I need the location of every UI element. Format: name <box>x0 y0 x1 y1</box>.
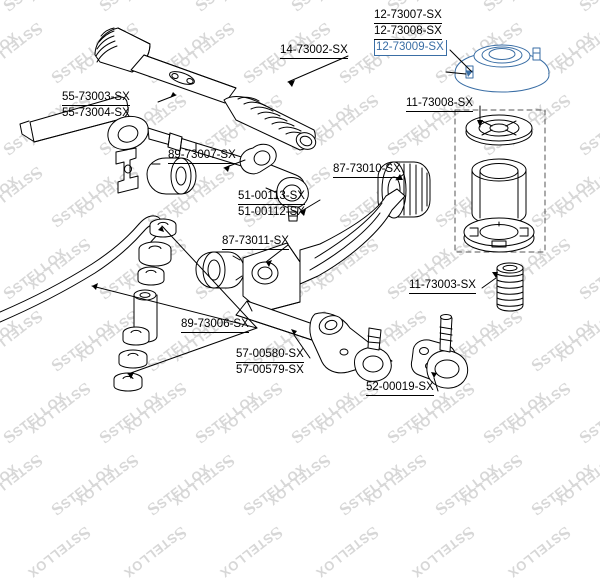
watermark-word: STELLOX <box>361 458 420 509</box>
part-label-55-73004-sx: 55-73004-SX <box>62 106 130 120</box>
watermark-stellox: SSTELLOX <box>216 522 286 583</box>
stellox-s-icon: S <box>287 425 308 448</box>
watermark-stellox: SSTELLOX <box>408 522 478 583</box>
watermark-word: STELLOX <box>154 461 213 512</box>
stellox-s-icon: S <box>169 522 190 545</box>
watermark-word: STELLOX <box>250 461 309 512</box>
watermark-word: STELLOX <box>538 461 597 512</box>
stellox-s-icon: S <box>527 497 548 520</box>
stellox-s-icon: S <box>383 425 404 448</box>
stellox-s-icon: S <box>265 522 286 545</box>
watermark-stellox: SSTELLOX <box>0 459 22 520</box>
part-label-55-73003-sx: 55-73003-SX <box>62 90 130 106</box>
stellox-s-icon: S <box>95 425 116 448</box>
watermark-stellox: SSTELLOX <box>360 450 430 511</box>
part-label-12-73008-sx: 12-73008-SX <box>374 24 442 40</box>
watermark-word: STELLOX <box>58 461 117 512</box>
watermark-stellox: SSTELLOX <box>24 522 94 583</box>
watermark-stellox: SSTELLOX <box>456 450 526 511</box>
watermark-stellox: SSTELLOX <box>264 450 334 511</box>
watermark-stellox: SSTELLOX <box>312 522 382 583</box>
stellox-s-icon: S <box>239 497 260 520</box>
watermark-word: STELLOX <box>409 530 468 581</box>
stellox-s-icon: S <box>313 450 334 473</box>
stellox-s-icon: S <box>143 497 164 520</box>
watermark-stellox: SSTELLOX <box>552 450 600 511</box>
stellox-s-icon: S <box>73 522 94 545</box>
watermark-stellox: SSTELLOX <box>504 522 574 583</box>
part-label-11-73003-sx: 11-73003-SX <box>409 278 476 294</box>
watermark-word: STELLOX <box>121 530 180 581</box>
watermark-word: STELLOX <box>0 461 21 512</box>
stellox-s-icon: S <box>47 497 68 520</box>
watermark-word: STELLOX <box>457 458 516 509</box>
watermark-word: STELLOX <box>313 530 372 581</box>
stellox-s-icon: S <box>505 450 526 473</box>
watermark-stellox: SSTELLOX <box>528 459 598 520</box>
part-label-14-73002-sx: 14-73002-SX <box>280 43 348 59</box>
parts-diagram-canvas: SSTELLOXSSTELLOXSSTELLOXSSTELLOXSSTELLOX… <box>0 0 600 400</box>
watermark-word: STELLOX <box>553 458 600 509</box>
stellox-s-icon: S <box>191 425 212 448</box>
watermark-word: STELLOX <box>169 458 228 509</box>
watermark-stellox: SSTELLOX <box>72 450 142 511</box>
stellox-s-icon: S <box>121 450 142 473</box>
stellox-s-icon: S <box>0 425 21 448</box>
watermark-stellox: SSTELLOX <box>0 450 46 511</box>
stellox-s-icon: S <box>479 425 500 448</box>
watermark-stellox: SSTELLOX <box>432 459 502 520</box>
watermark-word: STELLOX <box>505 530 564 581</box>
part-label-52-00019-sx: 52-00019-SX <box>366 380 434 396</box>
watermark-stellox: SSTELLOX <box>336 459 406 520</box>
stellox-s-icon: S <box>575 425 596 448</box>
stellox-s-icon: S <box>409 450 430 473</box>
part-label-12-73009-sx[interactable]: 12-73009-SX <box>374 40 447 56</box>
stellox-s-icon: S <box>25 450 46 473</box>
watermark-stellox: SSTELLOX <box>144 459 214 520</box>
part-label-87-73010-sx: 87-73010-SX <box>333 162 401 178</box>
part-label-89-73007-sx: 89-73007-SX <box>168 148 236 164</box>
stellox-s-icon: S <box>431 497 452 520</box>
watermark-word: STELLOX <box>265 458 324 509</box>
part-label-57-00580-sx: 57-00580-SX <box>236 347 304 363</box>
watermark-word: STELLOX <box>25 530 84 581</box>
watermark-word: STELLOX <box>346 461 405 512</box>
part-label-51-00112-sx: 51-00112-SX <box>238 205 305 219</box>
part-label-89-73006-sx: 89-73006-SX <box>181 317 249 333</box>
watermark-word: STELLOX <box>0 458 36 509</box>
watermark-stellox: SSTELLOX <box>48 459 118 520</box>
stellox-s-icon: S <box>361 522 382 545</box>
stellox-s-icon: S <box>457 522 478 545</box>
watermark-stellox: SSTELLOX <box>120 522 190 583</box>
watermark-word: STELLOX <box>442 461 501 512</box>
part-label-57-00579-sx: 57-00579-SX <box>236 363 304 377</box>
part-label-87-73011-sx: 87-73011-SX <box>222 234 289 250</box>
watermark-stellox: SSTELLOX <box>168 450 238 511</box>
watermark-word: STELLOX <box>217 530 276 581</box>
watermark-stellox: SSTELLOX <box>240 459 310 520</box>
stellox-s-icon: S <box>217 450 238 473</box>
part-label-11-73008-sx: 11-73008-SX <box>406 96 473 112</box>
part-label-51-00113-sx: 51-00113-SX <box>238 189 305 205</box>
part-label-12-73007-sx: 12-73007-SX <box>374 8 442 24</box>
stellox-s-icon: S <box>335 497 356 520</box>
watermark-word: STELLOX <box>73 458 132 509</box>
stellox-s-icon: S <box>553 522 574 545</box>
